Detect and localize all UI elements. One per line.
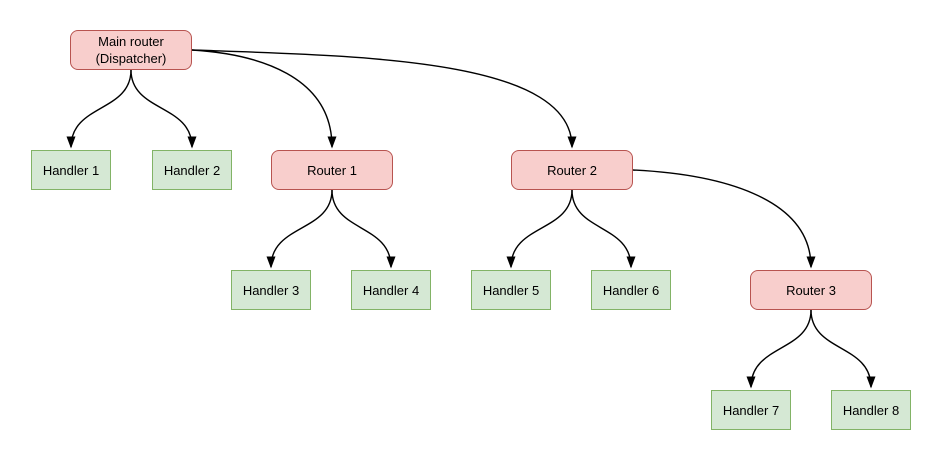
node-handler-3: Handler 3 [231, 270, 311, 310]
node-router-2: Router 2 [511, 150, 633, 190]
edge-main-to-handler2 [130, 69, 197, 149]
node-handler-1: Handler 1 [31, 150, 111, 190]
node-handler-4: Handler 4 [351, 270, 431, 310]
node-router-1: Router 1 [271, 150, 393, 190]
edge-router3-to-handler8 [810, 309, 876, 389]
node-main-router: Main router (Dispatcher) [70, 30, 192, 70]
node-router-3: Router 3 [750, 270, 872, 310]
node-handler-7: Handler 7 [711, 390, 791, 430]
edge-main-to-router2 [191, 49, 577, 149]
edge-router3-to-handler7 [746, 309, 812, 389]
node-handler-8: Handler 8 [831, 390, 911, 430]
node-handler-6: Handler 6 [591, 270, 671, 310]
edge-main-to-router1 [191, 49, 337, 149]
node-handler-5: Handler 5 [471, 270, 551, 310]
edge-router2-to-handler5 [506, 189, 573, 269]
edge-router2-to-router3 [632, 169, 816, 269]
edge-router1-to-handler4 [331, 189, 396, 269]
edge-router1-to-handler3 [266, 189, 333, 269]
node-handler-2: Handler 2 [152, 150, 232, 190]
edge-main-to-handler1 [66, 69, 132, 149]
edge-router2-to-handler6 [571, 189, 636, 269]
